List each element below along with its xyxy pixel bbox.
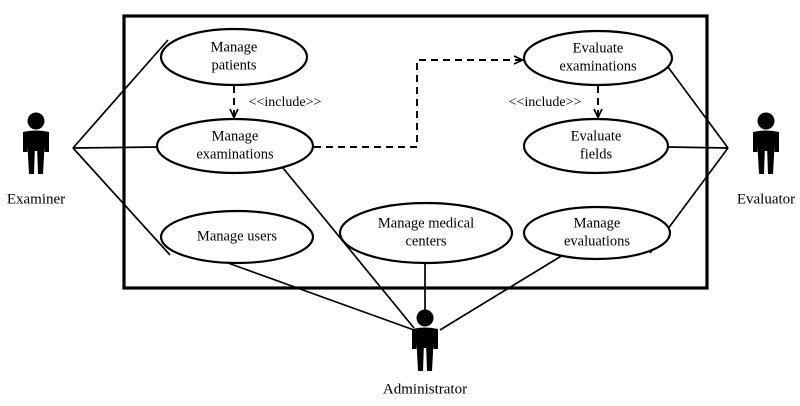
system-boundary bbox=[122, 14, 709, 290]
use-case-label: fields bbox=[580, 146, 613, 162]
assoc-administrator-manage-examinations[interactable] bbox=[282, 167, 415, 329]
include-manage-examinations-evaluate-examinations[interactable] bbox=[314, 55, 525, 148]
assoc-evaluator-evaluate-fields[interactable] bbox=[667, 146, 729, 149]
use-case-manage-medical-centers[interactable]: Manage medical centers bbox=[338, 201, 514, 265]
use-case-ellipse[interactable] bbox=[522, 117, 670, 175]
actor-examiner[interactable]: Examiner bbox=[7, 112, 65, 208]
actor-label: Administrator bbox=[383, 381, 467, 397]
assoc-examiner-manage-users[interactable] bbox=[72, 147, 171, 256]
use-case-label: Evaluate bbox=[571, 128, 622, 144]
actor-body-icon bbox=[23, 130, 49, 174]
use-case-manage-evaluations[interactable]: Manage evaluations bbox=[522, 205, 672, 261]
associations-layer bbox=[72, 39, 729, 331]
use-case-ellipse[interactable] bbox=[155, 117, 315, 175]
include-labels-layer: <<include>> <<include>> bbox=[249, 95, 582, 110]
actor-administrator[interactable]: Administrator bbox=[383, 309, 467, 398]
use-case-manage-users[interactable]: Manage users bbox=[159, 209, 315, 265]
use-case-label: examinations bbox=[196, 146, 274, 162]
actor-label: Examiner bbox=[7, 191, 65, 207]
use-case-label: patients bbox=[211, 57, 256, 73]
use-case-ellipse[interactable] bbox=[159, 27, 309, 87]
include-relationships-layer bbox=[229, 55, 603, 148]
use-case-label: examinations bbox=[559, 58, 637, 74]
use-case-label: evaluations bbox=[564, 233, 630, 249]
use-case-label: Evaluate bbox=[573, 40, 624, 56]
use-case-ellipse[interactable] bbox=[522, 205, 672, 261]
actor-label: Evaluator bbox=[737, 191, 795, 207]
use-case-label: Manage medical bbox=[378, 215, 474, 231]
use-case-ellipse[interactable] bbox=[159, 209, 315, 265]
assoc-examiner-manage-patients[interactable] bbox=[72, 39, 169, 149]
use-case-label: centers bbox=[405, 233, 446, 249]
use-case-manage-examinations[interactable]: Manage examinations bbox=[155, 117, 315, 175]
use-case-evaluate-examinations[interactable]: Evaluate examinations bbox=[522, 29, 674, 87]
assoc-administrator-manage-users[interactable] bbox=[227, 262, 415, 331]
actor-head-icon bbox=[416, 309, 434, 327]
include-stereotype-label: <<include>> bbox=[509, 95, 582, 110]
actor-evaluator[interactable]: Evaluator bbox=[737, 112, 795, 208]
actor-head-icon bbox=[757, 112, 775, 130]
use-case-ellipse[interactable] bbox=[522, 29, 674, 87]
include-stereotype-label: <<include>> bbox=[249, 95, 322, 110]
actor-head-icon bbox=[27, 112, 45, 130]
use-case-label: Manage bbox=[212, 128, 259, 144]
use-case-ellipse[interactable] bbox=[338, 201, 514, 265]
actor-body-icon bbox=[753, 130, 779, 174]
assoc-administrator-manage-evaluations[interactable] bbox=[439, 254, 564, 331]
use-case-manage-patients[interactable]: Manage patients bbox=[159, 27, 309, 87]
assoc-examiner-manage-examinations[interactable] bbox=[72, 146, 159, 149]
use-case-label: Manage bbox=[574, 215, 621, 231]
use-case-label: Manage users bbox=[197, 228, 277, 244]
use-case-evaluate-fields[interactable]: Evaluate fields bbox=[522, 117, 670, 175]
actor-body-icon bbox=[412, 327, 438, 371]
use-case-label: Manage bbox=[211, 39, 258, 55]
